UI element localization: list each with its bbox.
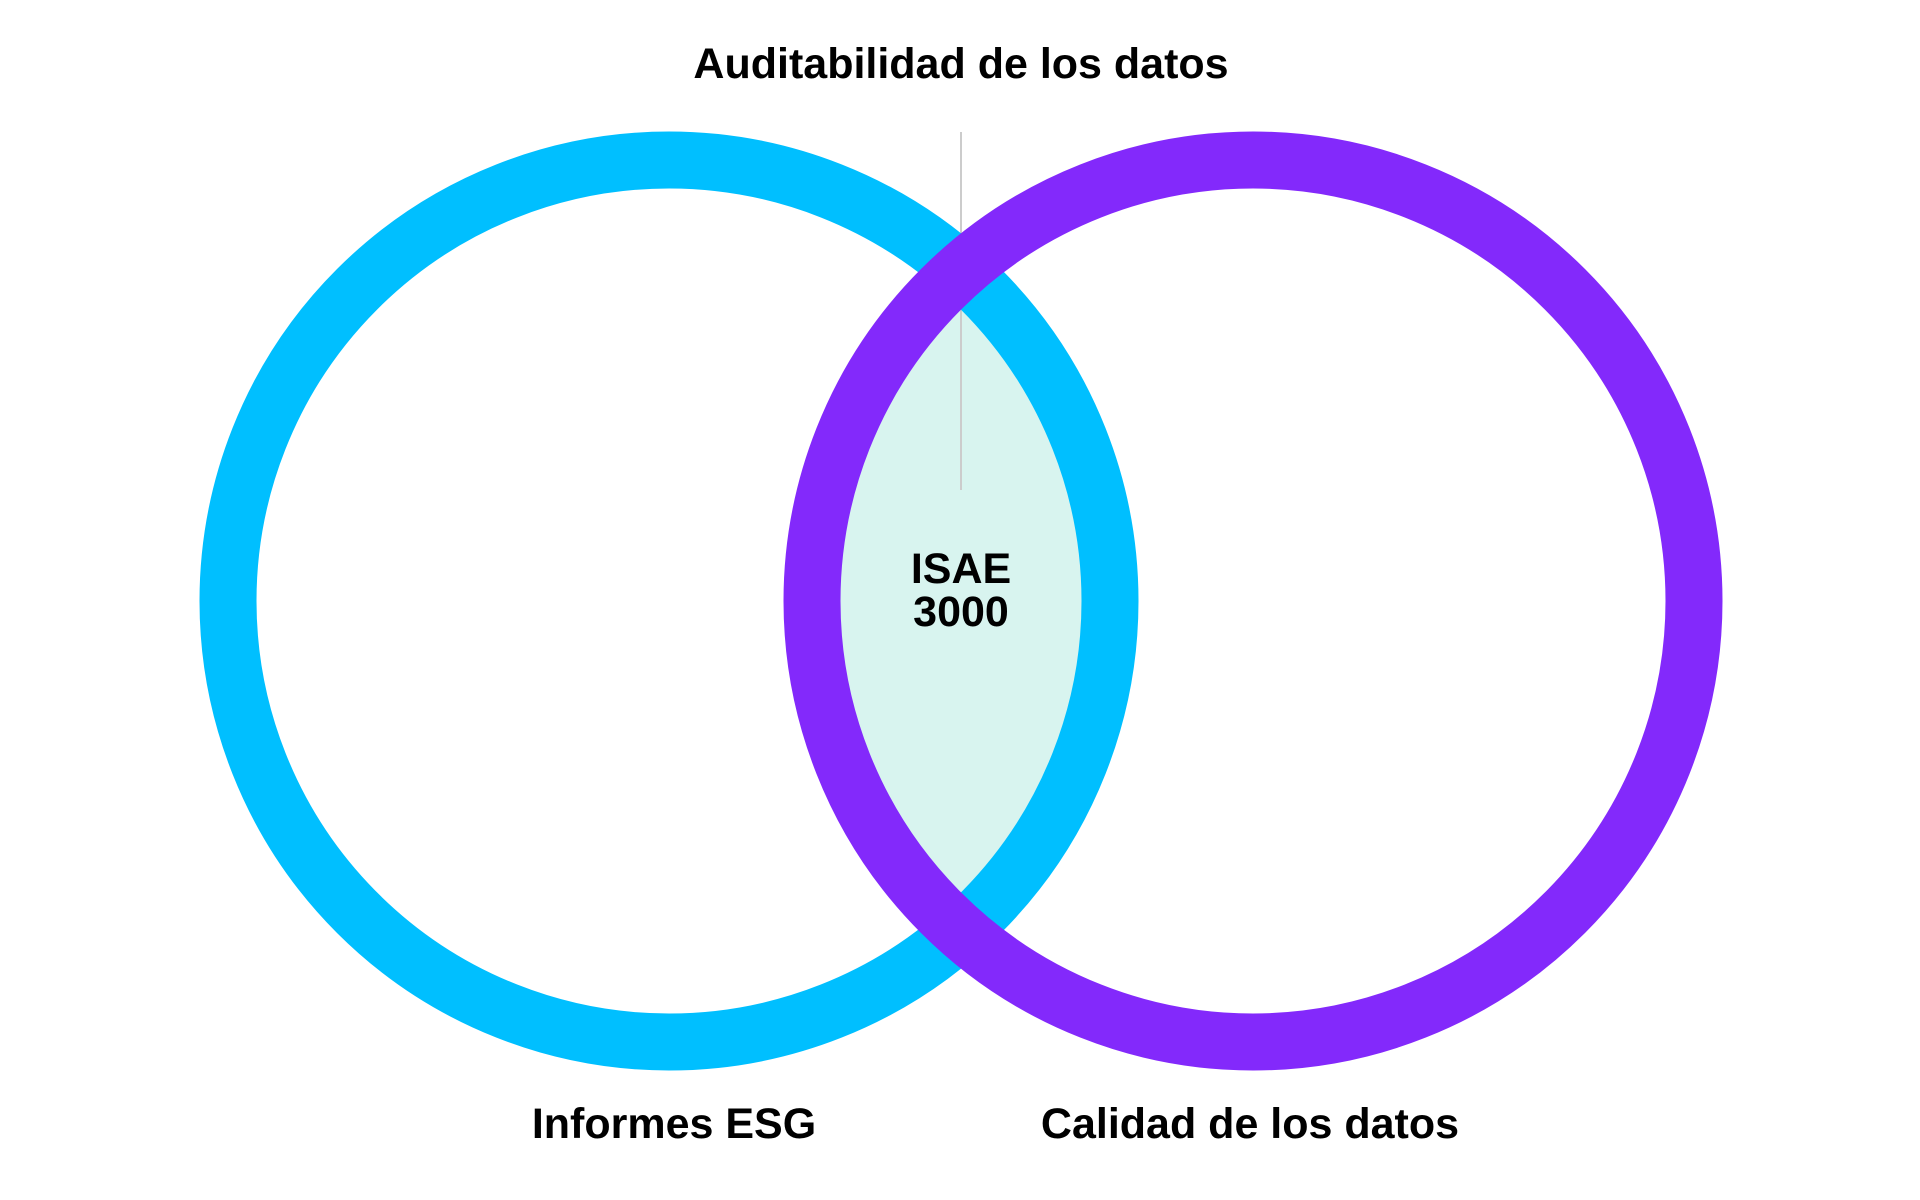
left-circle	[199, 131, 1139, 1071]
top-label: Auditabilidad de los datos	[693, 40, 1228, 88]
right-circle-label: Calidad de los datos	[1041, 1100, 1459, 1148]
left-circle-label: Informes ESG	[532, 1100, 816, 1148]
center-label-line1: ISAE	[911, 545, 1011, 593]
right-circle	[783, 131, 1723, 1071]
center-label-line2: 3000	[913, 588, 1009, 636]
